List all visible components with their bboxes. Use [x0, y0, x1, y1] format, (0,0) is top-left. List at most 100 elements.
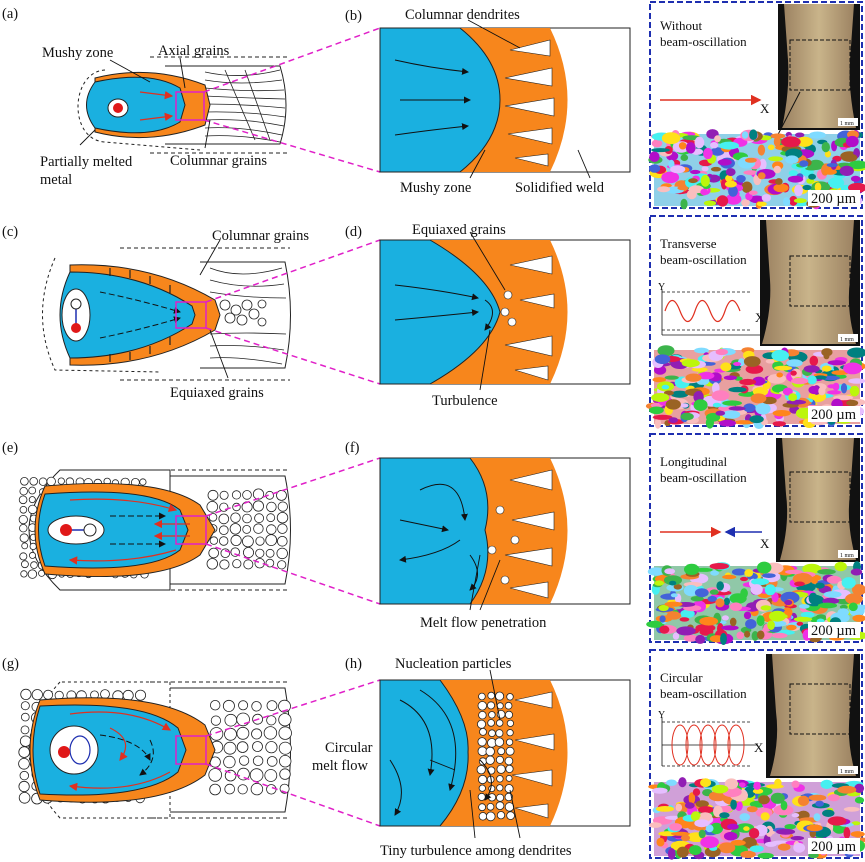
grain-particle [504, 710, 513, 719]
grain [664, 575, 682, 586]
grain-particle [19, 524, 28, 533]
grain [679, 403, 689, 408]
scale-bar-3: 200 µm [811, 623, 857, 639]
grain [678, 777, 687, 788]
grain [743, 611, 752, 620]
grain [788, 170, 798, 177]
grain-particle [242, 513, 252, 524]
grain-particle [496, 784, 504, 792]
photo-title-2b: beam-oscillation [660, 252, 747, 267]
grain [846, 399, 859, 407]
grain [735, 800, 743, 811]
grain [720, 362, 732, 372]
grain [652, 414, 673, 420]
grain [848, 602, 858, 612]
grain [738, 782, 746, 788]
grain [693, 399, 708, 411]
grain [655, 806, 675, 812]
grain [848, 378, 865, 384]
grain [772, 410, 791, 417]
grain-particle [276, 535, 288, 547]
grain-particle [249, 768, 264, 782]
grain-particle [236, 712, 250, 727]
scale-bar-2: 200 µm [811, 407, 857, 423]
grain-particle [27, 504, 38, 515]
grain-particle [485, 746, 495, 757]
label-axial-grains: Axial grains [158, 43, 230, 59]
grain [751, 631, 759, 641]
grain [780, 591, 800, 604]
axis-y-4: Y [658, 710, 665, 721]
grain [828, 177, 845, 189]
grain [743, 170, 759, 176]
axis-x-4: X [754, 740, 764, 755]
grain [648, 822, 662, 828]
grain [789, 195, 798, 206]
grain-particle [276, 547, 288, 560]
grain [765, 359, 775, 364]
dendrites-b [504, 39, 555, 167]
panel-a: (a) Mushy zone Axial grains P [2, 6, 381, 188]
grain [675, 803, 683, 812]
label-columnar-dendrites: Columnar dendrites [405, 7, 520, 23]
grain [667, 848, 676, 860]
grain [685, 373, 702, 382]
label-tiny-turbulence: Tiny turbulence among dendrites [380, 843, 572, 859]
grain [808, 794, 827, 801]
grain-particle [279, 755, 292, 768]
grain [764, 841, 777, 847]
grain-particle [488, 729, 496, 737]
grain [743, 826, 750, 831]
grain [724, 180, 737, 188]
grain [683, 585, 699, 597]
grain-particle [218, 536, 229, 546]
grain-particle [236, 726, 250, 740]
grain [774, 778, 782, 788]
grain-particle [223, 741, 237, 755]
grain [654, 354, 671, 365]
grain-particle [219, 559, 230, 570]
grain-particle [487, 793, 497, 802]
grain [817, 569, 836, 575]
grain-particle [19, 735, 32, 747]
label-circular: Circular [325, 740, 373, 756]
grain [827, 794, 840, 802]
grain [826, 163, 838, 168]
label-solidified-weld: Solidified weld [515, 180, 605, 196]
weld-outline-c [42, 247, 291, 381]
grain [668, 417, 678, 423]
axis-x-3: X [760, 536, 770, 551]
grain [727, 823, 739, 830]
grain [690, 169, 701, 175]
grain-particle [485, 755, 495, 765]
grain-particle [209, 536, 219, 545]
grain [753, 781, 761, 790]
panel-a-letter: (a) [2, 6, 18, 22]
grain [739, 813, 750, 822]
grain [781, 136, 801, 148]
grain [749, 845, 764, 853]
zoom-lines-a [203, 27, 381, 173]
grain-particle [20, 725, 30, 735]
grain [657, 345, 675, 357]
grain [767, 144, 775, 151]
transverse-axis-2 [661, 290, 760, 336]
grain-particle [224, 783, 236, 795]
grain [688, 185, 704, 194]
grain [651, 787, 668, 794]
grain-particle [57, 477, 65, 485]
grain-particle [505, 764, 514, 774]
grain-particle [478, 711, 487, 720]
grain-particle [18, 757, 30, 770]
grain-particle [478, 692, 486, 701]
grain [768, 156, 783, 162]
photo-title-1b: beam-oscillation [660, 34, 747, 49]
grain [684, 563, 700, 576]
grain [694, 588, 709, 598]
photo-title-2a: Transverse [660, 236, 717, 251]
grain [677, 186, 689, 191]
grain-particle [266, 524, 277, 535]
grain [708, 791, 728, 802]
grain [823, 352, 830, 360]
grain-particle [477, 737, 487, 747]
